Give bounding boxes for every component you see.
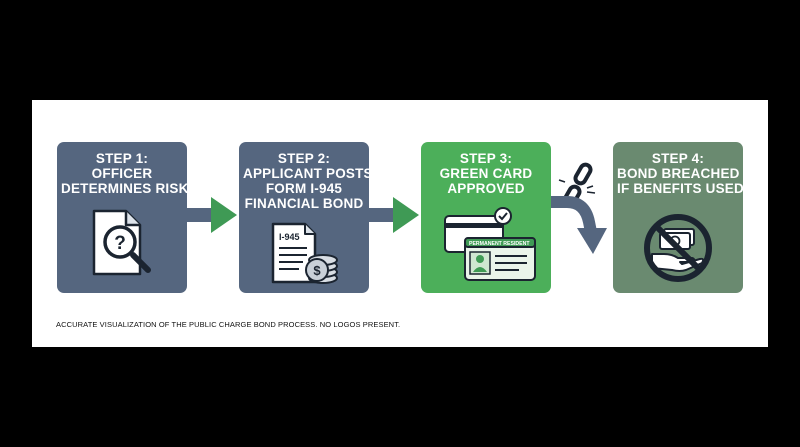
step-4-line1: BOND BREACHED — [617, 166, 740, 181]
card-label: PERMANENT RESIDENT — [469, 241, 530, 247]
step-4-card: STEP 4: BOND BREACHED IF BENEFITS USED — [613, 142, 744, 293]
footnote: ACCURATE VISUALIZATION OF THE PUBLIC CHA… — [56, 320, 401, 329]
svg-text:?: ? — [114, 233, 126, 254]
arrow-step1-to-step2 — [187, 197, 237, 233]
step-2-title: STEP 2: APPLICANT POSTS FORM I-945 FINAN… — [243, 151, 373, 211]
step-3-title: STEP 3: GREEN CARD APPROVED — [425, 151, 547, 196]
step-2-line1: APPLICANT POSTS — [243, 166, 373, 181]
step-4-heading: STEP 4: — [651, 151, 705, 166]
step-3-line1: GREEN CARD — [439, 166, 533, 181]
step-1-heading: STEP 1: — [95, 151, 149, 166]
step-3-line2: APPROVED — [447, 181, 525, 196]
step-3-card: STEP 3: GREEN CARD APPROVED PERMANENT RE… — [421, 142, 551, 293]
document-magnifier-question-icon: ? — [92, 209, 151, 276]
green-card-approved-icon: PERMANENT RESIDENT — [444, 207, 536, 281]
step-1-card: STEP 1: OFFICER DETERMINES RISK ? — [57, 142, 189, 293]
diagram-panel: STEP 1: OFFICER DETERMINES RISK ? STEP 2… — [32, 100, 768, 347]
arrow-step2-to-step3 — [369, 197, 419, 233]
step-1-line2: DETERMINES RISK — [61, 181, 189, 196]
step-3-heading: STEP 3: — [459, 151, 513, 166]
step-2-line2: FORM I-945 — [265, 181, 343, 196]
step-2-card: STEP 2: APPLICANT POSTS FORM I-945 FINAN… — [239, 142, 373, 293]
broken-chain-arrow — [551, 162, 607, 254]
step-1-title: STEP 1: OFFICER DETERMINES RISK — [61, 151, 189, 196]
step-2-line3: FINANCIAL BOND — [244, 196, 364, 211]
form-with-coins-icon: I-945 $ — [271, 222, 338, 284]
step-4-title: STEP 4: BOND BREACHED IF BENEFITS USED — [617, 151, 744, 196]
no-cash-benefits-icon — [644, 214, 712, 282]
form-label: I-945 — [279, 232, 300, 242]
svg-text:$: $ — [313, 263, 321, 278]
step-2-heading: STEP 2: — [277, 151, 331, 166]
step-1-line1: OFFICER — [91, 166, 153, 181]
step-4-line2: IF BENEFITS USED — [617, 181, 744, 196]
